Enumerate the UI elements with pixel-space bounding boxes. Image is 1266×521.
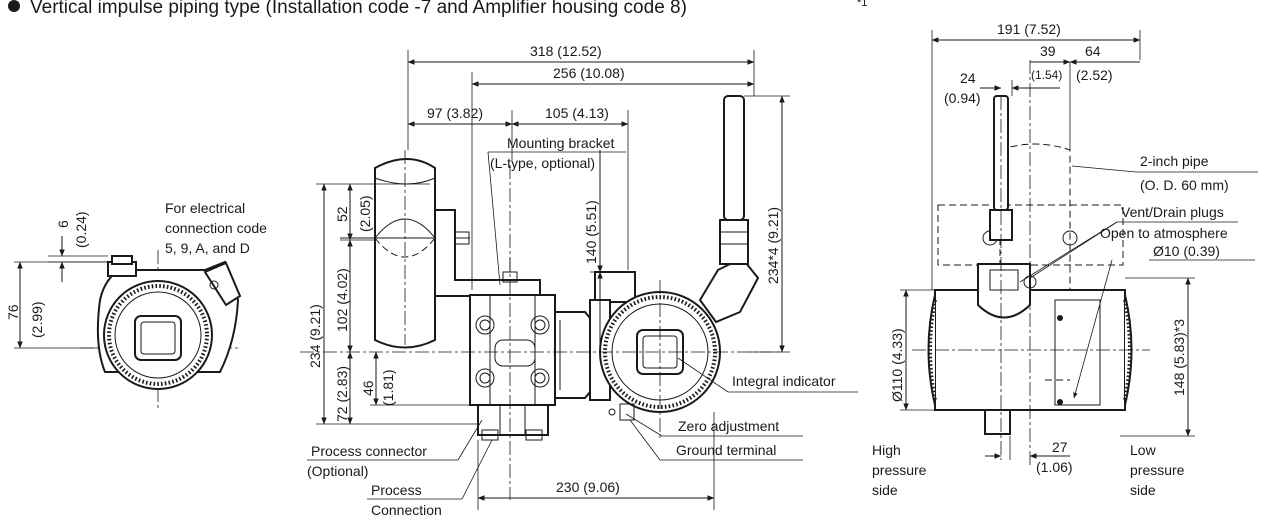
side-view: 191 (7.52) 39 (1.54) 64 (2.52) 24 (0.94)… — [872, 21, 1258, 498]
note-process-connector: Process connector — [311, 443, 427, 459]
dim-39: 39 — [1040, 43, 1056, 59]
dim-76: 76 — [5, 304, 21, 320]
title-footnote-mark: *1 — [857, 0, 867, 9]
note-mounting-bracket: Mounting bracket — [507, 135, 615, 151]
note-high-2: pressure — [872, 462, 927, 478]
note-ground-terminal: Ground terminal — [676, 442, 776, 458]
bullet-icon — [8, 0, 20, 12]
note-process-connector-sub: (Optional) — [307, 463, 368, 479]
note-process-line1: Process — [371, 482, 422, 498]
drawing-title: Vertical impulse piping type (Installati… — [30, 0, 687, 18]
note-high-1: High — [872, 442, 901, 458]
note-pipe-sub: (O. D. 60 mm) — [1140, 177, 1229, 193]
note-open-atm-dia: Ø10 (0.39) — [1153, 243, 1220, 259]
dim-318: 318 (12.52) — [530, 43, 602, 59]
dim-230: 230 (9.06) — [556, 479, 620, 495]
note-mounting-bracket-sub: (L-type, optional) — [490, 155, 595, 171]
dim-24: 24 — [960, 70, 976, 86]
dim-72: 72 (2.83) — [334, 366, 350, 422]
dim-6-inch: (0.24) — [73, 211, 89, 248]
note-open-atm: Open to atmosphere — [1100, 225, 1228, 241]
dim-39-inch: (1.54) — [1031, 68, 1062, 82]
dim-27-inch: (1.06) — [1036, 459, 1073, 475]
front-view: 318 (12.52) 256 (10.08) 97 (3.82) 105 (4… — [300, 43, 858, 518]
dim-52-inch: (2.05) — [357, 195, 373, 232]
dim-46: 46 — [360, 380, 376, 396]
dim-97: 97 (3.82) — [427, 105, 483, 121]
dim-191: 191 (7.52) — [997, 21, 1061, 37]
note-vent-drain: Vent/Drain plugs — [1121, 204, 1224, 220]
dim-6: 6 — [55, 220, 71, 228]
note-elec-line1: For electrical — [165, 200, 245, 216]
dim-24-inch: (0.94) — [944, 90, 981, 106]
note-process-line2: Connection — [371, 502, 442, 518]
dim-102: 102 (4.02) — [334, 268, 350, 332]
dim-148: 148 (5.83)*3 — [1171, 319, 1187, 396]
dim-234-star4: 234*4 (9.21) — [765, 207, 781, 284]
dim-256: 256 (10.08) — [553, 65, 625, 81]
dim-64-inch: (2.52) — [1076, 67, 1113, 83]
dim-76-inch: (2.99) — [29, 301, 45, 338]
note-high-3: side — [872, 482, 898, 498]
dim-27: 27 — [1052, 439, 1068, 455]
dim-46-inch: (1.81) — [380, 369, 396, 406]
note-elec-line2: connection code — [165, 220, 267, 236]
note-low-3: side — [1130, 482, 1156, 498]
note-low-1: Low — [1130, 442, 1157, 458]
dim-105: 105 (4.13) — [545, 105, 609, 121]
note-zero-adjustment: Zero adjustment — [678, 418, 779, 434]
note-pipe: 2-inch pipe — [1140, 153, 1209, 169]
small-housing-view: 6 (0.24) 76 (2.99) For electrical connec… — [5, 200, 267, 410]
dim-64: 64 — [1085, 43, 1101, 59]
dim-234-left: 234 (9.21) — [307, 304, 323, 368]
dim-52: 52 — [334, 206, 350, 222]
title-group: Vertical impulse piping type (Installati… — [8, 0, 867, 18]
note-integral-indicator: Integral indicator — [732, 373, 836, 389]
note-low-2: pressure — [1130, 462, 1185, 478]
dim-140: 140 (5.51) — [583, 200, 599, 264]
dim-110: Ø110 (4.33) — [889, 328, 905, 402]
note-elec-line3: 5, 9, A, and D — [165, 240, 250, 256]
